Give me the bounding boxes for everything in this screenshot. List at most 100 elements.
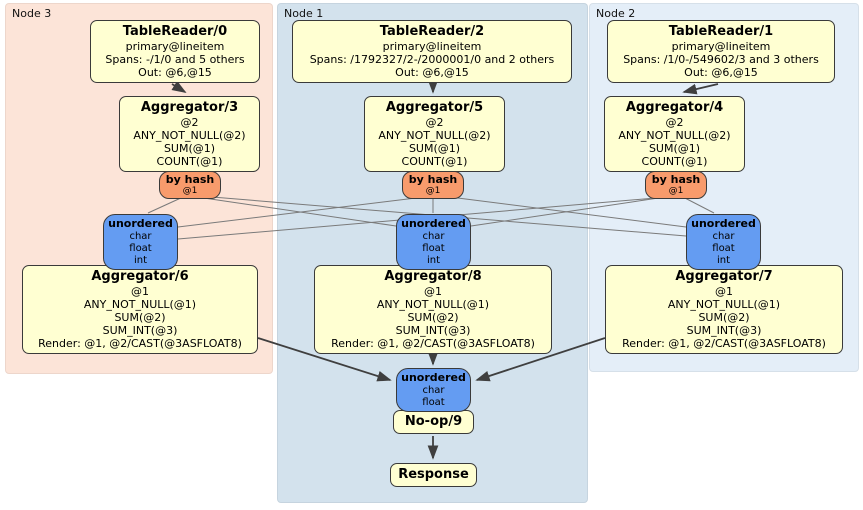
router-by-hash-node3: by hash @1 — [159, 171, 221, 199]
sync-label: unordered — [691, 217, 756, 230]
processor-noop-9: No-op/9 — [393, 410, 474, 434]
processor-line: Spans: /1/0-/549602/3 and 3 others — [623, 53, 819, 66]
processor-tablereader-2: TableReader/2 primary@lineitem Spans: /1… — [292, 20, 572, 83]
processor-line: ANY_NOT_NULL(@2) — [618, 129, 731, 142]
processor-line: SUM(@1) — [408, 142, 461, 155]
edge-hash5-unordered3 — [177, 196, 425, 228]
processor-line: Render: @1, @2/CAST(@3ASFLOAT8) — [38, 337, 242, 350]
sync-type: float — [422, 243, 445, 254]
router-by-hash-node2: by hash @1 — [645, 171, 707, 199]
processor-title: Aggregator/4 — [625, 100, 724, 115]
sync-type: int — [133, 255, 148, 266]
processor-tablereader-1: TableReader/1 primary@lineitem Spans: /1… — [607, 20, 835, 83]
processor-line: Render: @1, @2/CAST(@3ASFLOAT8) — [622, 337, 826, 350]
processor-aggregator-7: Aggregator/7 @1 ANY_NOT_NULL(@1) SUM(@2)… — [605, 265, 843, 354]
router-detail: @1 — [182, 186, 198, 196]
processor-title: TableReader/1 — [668, 24, 774, 39]
processor-response: Response — [390, 463, 477, 487]
edge-tablereader1-aggregator4 — [682, 83, 719, 95]
sync-unordered-node2: unordered char float int — [686, 214, 761, 270]
processor-line: primary@lineitem — [382, 40, 482, 53]
processor-line: primary@lineitem — [125, 40, 225, 53]
router-label: by hash — [165, 173, 215, 186]
flow-arrows — [171, 79, 719, 460]
processor-line: Spans: /1792327/2-/2000001/0 and 2 other… — [309, 53, 555, 66]
processor-line: @1 — [424, 285, 442, 298]
processor-line: ANY_NOT_NULL(@1) — [667, 298, 781, 311]
processor-title: Aggregator/8 — [384, 269, 482, 284]
router-label: by hash — [408, 173, 458, 186]
edge-hash3-unordered3 — [147, 196, 184, 214]
sync-type: char — [129, 231, 152, 242]
edge-hash3-unordered1 — [196, 196, 397, 227]
sync-type: float — [712, 243, 735, 254]
processor-title: TableReader/2 — [379, 24, 485, 39]
sync-type: int — [426, 255, 441, 266]
edge-hash4-unordered2 — [682, 196, 715, 214]
processor-line: ANY_NOT_NULL(@2) — [378, 129, 491, 142]
sync-label: unordered — [401, 371, 466, 384]
sync-type: char — [712, 231, 735, 242]
processor-line: COUNT(@1) — [156, 155, 223, 168]
processor-line: SUM_INT(@3) — [102, 324, 178, 337]
processor-line: COUNT(@1) — [641, 155, 708, 168]
processor-line: SUM(@1) — [648, 142, 701, 155]
processor-line: Spans: -/1/0 and 5 others — [105, 53, 245, 66]
router-by-hash-node1: by hash @1 — [402, 171, 464, 199]
router-detail: @1 — [668, 186, 684, 196]
sync-type: float — [422, 397, 445, 408]
processor-aggregator-4: Aggregator/4 @2 ANY_NOT_NULL(@2) SUM(@1)… — [604, 96, 745, 172]
processor-line: @2 — [180, 116, 199, 129]
edge-tablereader0-aggregator3 — [171, 80, 187, 93]
processor-title: Response — [398, 467, 469, 482]
processor-aggregator-5: Aggregator/5 @2 ANY_NOT_NULL(@2) SUM(@1)… — [364, 96, 505, 172]
processor-aggregator-6: Aggregator/6 @1 ANY_NOT_NULL(@1) SUM(@2)… — [22, 265, 258, 354]
processor-line: COUNT(@1) — [401, 155, 468, 168]
processor-line: Render: @1, @2/CAST(@3ASFLOAT8) — [331, 337, 535, 350]
region-node3-label: Node 3 — [12, 7, 52, 20]
sync-unordered-node3: unordered char float int — [103, 214, 178, 270]
processor-line: Out: @6,@15 — [684, 66, 758, 79]
sync-type: float — [129, 243, 152, 254]
processor-line: SUM_INT(@3) — [686, 324, 762, 337]
sync-type: char — [422, 385, 445, 396]
processor-line: @2 — [665, 116, 684, 129]
router-detail: @1 — [425, 186, 441, 196]
processor-line: primary@lineitem — [671, 40, 771, 53]
processor-title: No-op/9 — [404, 414, 463, 429]
edge-hash4-unordered1 — [470, 196, 666, 227]
edge-aggregator6-final-sync — [257, 337, 392, 382]
sync-unordered-node1: unordered char float int — [396, 214, 471, 270]
processor-title: Aggregator/6 — [91, 269, 189, 284]
sync-label: unordered — [401, 217, 466, 230]
processor-title: Aggregator/5 — [385, 100, 484, 115]
processor-tablereader-0: TableReader/0 primary@lineitem Spans: -/… — [90, 20, 260, 83]
processor-line: ANY_NOT_NULL(@1) — [376, 298, 490, 311]
edge-hash5-unordered2 — [441, 195, 687, 228]
processor-aggregator-3: Aggregator/3 @2 ANY_NOT_NULL(@2) SUM(@1)… — [119, 96, 260, 172]
sync-type: char — [422, 231, 445, 242]
router-label: by hash — [651, 173, 701, 186]
processor-line: ANY_NOT_NULL(@2) — [133, 129, 246, 142]
processor-line: @1 — [131, 285, 149, 298]
processor-line: @1 — [715, 285, 733, 298]
sync-unordered-final: unordered char float — [396, 368, 471, 412]
sync-label: unordered — [108, 217, 173, 230]
processor-line: SUM_INT(@3) — [395, 324, 471, 337]
region-node1-label: Node 1 — [284, 7, 324, 20]
processor-aggregator-8: Aggregator/8 @1 ANY_NOT_NULL(@1) SUM(@2)… — [314, 265, 552, 354]
processor-line: SUM(@1) — [163, 142, 216, 155]
processor-line: Out: @6,@15 — [138, 66, 212, 79]
sync-type: int — [716, 255, 731, 266]
processor-line: ANY_NOT_NULL(@1) — [83, 298, 197, 311]
edge-aggregator7-final-sync — [475, 337, 606, 382]
processor-line: Out: @6,@15 — [395, 66, 469, 79]
processor-title: TableReader/0 — [122, 24, 228, 39]
processor-line: SUM(@2) — [114, 311, 166, 324]
processor-title: Aggregator/3 — [140, 100, 239, 115]
processor-title: Aggregator/7 — [675, 269, 773, 284]
processor-line: @2 — [425, 116, 444, 129]
processor-line: SUM(@2) — [407, 311, 459, 324]
region-node2-label: Node 2 — [596, 7, 636, 20]
